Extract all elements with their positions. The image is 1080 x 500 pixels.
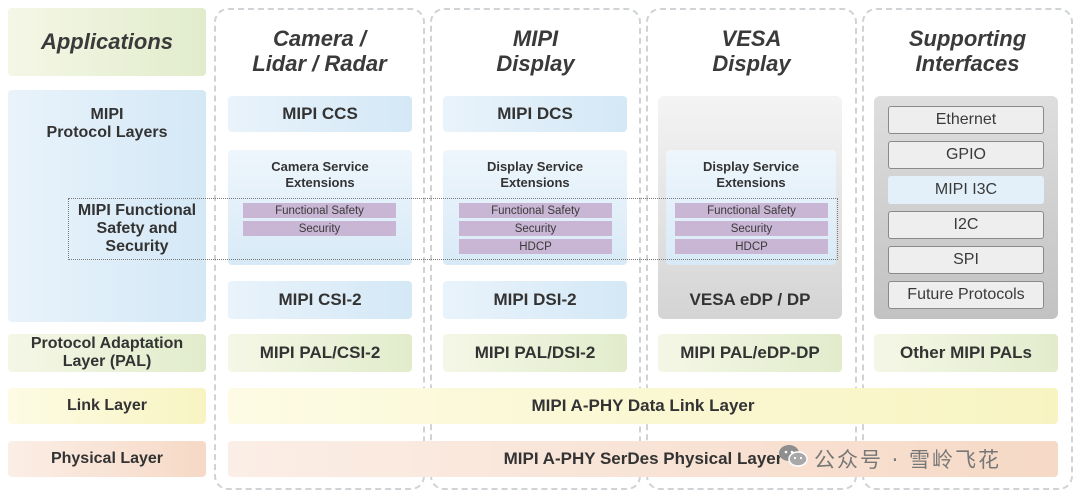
box-mipi-pal-csi-2: MIPI PAL/CSI-2 [228, 334, 412, 372]
display-service-extensions: Display Service Extensions [702, 159, 800, 190]
row-label-protocol-layers: MIPI Protocol Layers [46, 106, 168, 141]
watermark: 公众号 · 雪岭飞花 [778, 442, 1070, 476]
wechat-icon [778, 443, 808, 475]
pill-security: Security [675, 221, 828, 236]
bar-a-phy-data-link-layer: MIPI A-PHY Data Link Layer [228, 388, 1058, 424]
interface-spi: SPI [888, 246, 1044, 274]
column-frame-supporting [862, 8, 1073, 490]
column-frame-vesa-display [646, 8, 857, 490]
interface-future-protocols: Future Protocols [888, 281, 1044, 309]
row-label-functional-safety: MIPI Functional Safety and Security [77, 202, 197, 255]
camera-service-extensions: Camera Service Extensions [271, 159, 369, 190]
box-mipi-csi-2: MIPI CSI-2 [228, 281, 412, 319]
row-label-pal: Protocol Adaptation Layer (PAL) [8, 334, 206, 372]
header-camera-lidar-radar: Camera / Lidar / Radar [252, 26, 387, 76]
column-frame-camera [214, 8, 425, 490]
header-mipi-display: MIPI Display [496, 26, 575, 76]
pill-functional-safety: Functional Safety [243, 203, 396, 218]
box-mipi-pal-dsi-2: MIPI PAL/DSI-2 [443, 334, 627, 372]
box-mipi-dcs: MIPI DCS [443, 96, 627, 132]
pill-functional-safety: Functional Safety [675, 203, 828, 218]
box-vesa-edp-dp: VESA eDP / DP [689, 290, 811, 309]
pill-hdcp: HDCP [459, 239, 612, 254]
interface-gpio: GPIO [888, 141, 1044, 169]
pill-security: Security [459, 221, 612, 236]
interface-ethernet: Ethernet [888, 106, 1044, 134]
functional-safety-band [68, 198, 838, 260]
interface-i2c: I2C [888, 211, 1044, 239]
column-frame-mipi-display [430, 8, 641, 490]
pill-hdcp: HDCP [675, 239, 828, 254]
interface-mipi-i3c: MIPI I3C [888, 176, 1044, 204]
box-mipi-ccs: MIPI CCS [228, 96, 412, 132]
protocol-layers-panel [8, 90, 206, 322]
row-label-applications: Applications [8, 8, 206, 76]
header-vesa-display: VESA Display [712, 26, 791, 76]
watermark-text: 公众号 · 雪岭飞花 [814, 448, 1002, 472]
box-other-mipi-pals: Other MIPI PALs [874, 334, 1058, 372]
pill-security: Security [243, 221, 396, 236]
header-supporting-interfaces: Supporting Interfaces [908, 26, 1027, 76]
row-label-link-layer: Link Layer [8, 388, 206, 424]
bar-a-phy-serdes-physical-layer: MIPI A-PHY SerDes Physical Layer [228, 441, 1058, 477]
display-service-extensions: Display Service Extensions [486, 159, 584, 190]
box-mipi-dsi-2: MIPI DSI-2 [443, 281, 627, 319]
box-mipi-pal-edp-dp: MIPI PAL/eDP-DP [658, 334, 842, 372]
pill-functional-safety: Functional Safety [459, 203, 612, 218]
row-label-physical-layer: Physical Layer [8, 441, 206, 477]
